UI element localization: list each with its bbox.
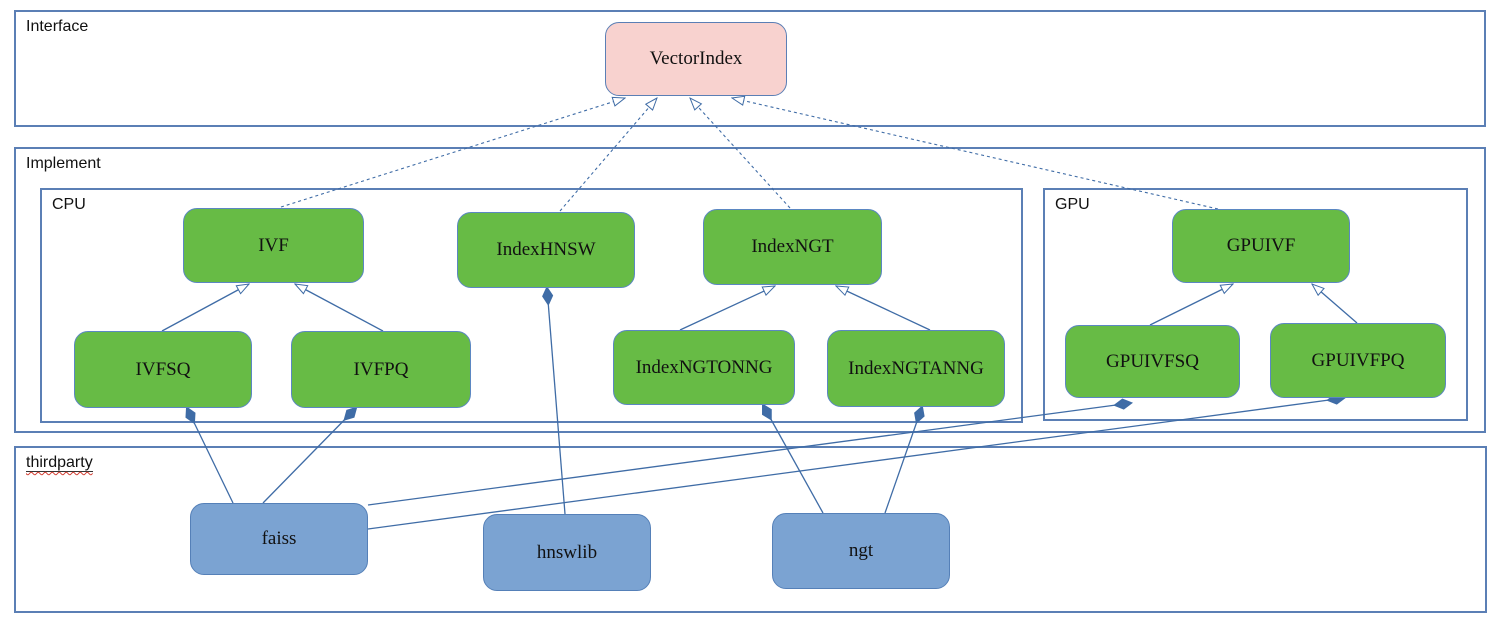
group-cpu: CPU (40, 188, 1023, 423)
edge-realization-indexngt-to-vectorindex (690, 98, 791, 209)
node-label-vectorindex: VectorIndex (649, 48, 743, 69)
group-interface: Interface (14, 10, 1486, 127)
node-ivf: IVF (183, 208, 364, 283)
edge-composition-ngt-to-indexngtonng (763, 405, 824, 514)
group-gpu: GPU (1043, 188, 1468, 421)
edge-composition-faiss-to-gpuivfpq (367, 398, 1344, 530)
node-indexhnsw: IndexHNSW (457, 212, 635, 288)
node-gpuivf: GPUIVF (1172, 209, 1350, 283)
edge-generalization-indexngtonng-to-indexngt (679, 286, 775, 331)
node-gpuivfsq: GPUIVFSQ (1065, 325, 1240, 398)
node-label-gpuivfpq: GPUIVFPQ (1311, 349, 1405, 371)
edge-realization-indexhnsw-to-vectorindex (559, 98, 657, 212)
edge-generalization-gpuivfsq-to-gpuivf (1149, 284, 1233, 326)
node-indexngt: IndexNGT (703, 209, 882, 285)
group-label-text: Implement (26, 155, 101, 172)
node-indexngtanng: IndexNGTANNG (827, 330, 1005, 407)
node-gpuivfpq: GPUIVFPQ (1270, 323, 1446, 398)
group-label-cpu: CPU (52, 196, 86, 214)
node-label-ivfsq: IVFSQ (135, 358, 191, 380)
node-label-faiss: faiss (261, 528, 297, 549)
edge-composition-faiss-to-ivfpq (262, 408, 356, 504)
node-label-indexngtonng: IndexNGTONNG (635, 356, 773, 378)
node-label-hnswlib: hnswlib (536, 541, 598, 563)
edge-composition-faiss-to-gpuivfsq (367, 403, 1131, 506)
group-thirdparty: thirdparty (14, 446, 1487, 613)
edge-generalization-indexngtanng-to-indexngt (836, 286, 931, 331)
node-vectorindex: VectorIndex (605, 22, 787, 96)
edge-generalization-ivfsq-to-ivf (161, 284, 249, 332)
group-label-interface: Interface (26, 18, 88, 36)
group-label-text: thirdparty (26, 454, 93, 472)
edge-generalization-ivfpq-to-ivf (295, 284, 384, 332)
node-label-gpuivf: GPUIVF (1226, 235, 1296, 256)
edge-realization-ivf-to-vectorindex (280, 98, 625, 208)
node-indexngtonng: IndexNGTONNG (613, 330, 795, 405)
node-ivfpq: IVFPQ (291, 331, 471, 408)
node-label-indexhnsw: IndexHNSW (496, 239, 596, 260)
edge-realization-gpuivf-to-vectorindex (732, 98, 1219, 210)
edge-generalization-gpuivfpq-to-gpuivf (1312, 284, 1358, 324)
group-label-implement: Implement (26, 155, 101, 173)
group-implement: Implement (14, 147, 1486, 433)
node-label-ivfpq: IVFPQ (353, 358, 409, 380)
edge-composition-faiss-to-ivfsq (187, 408, 234, 504)
node-label-indexngt: IndexNGT (751, 236, 834, 257)
group-label-gpu: GPU (1055, 196, 1090, 214)
node-ivfsq: IVFSQ (74, 331, 252, 408)
group-label-text: Interface (26, 18, 89, 35)
edge-composition-hnswlib-to-indexhnsw (547, 288, 566, 515)
node-label-gpuivfsq: GPUIVFSQ (1106, 350, 1199, 372)
node-label-ivf: IVF (258, 234, 289, 256)
group-label-text: GPU (1055, 196, 1090, 213)
edge-composition-ngt-to-indexngtanng (884, 407, 922, 514)
node-label-ngt: ngt (848, 540, 874, 561)
group-label-thirdparty: thirdparty (26, 454, 93, 472)
node-hnswlib: hnswlib (483, 514, 651, 591)
node-label-indexngtanng: IndexNGTANNG (848, 357, 984, 379)
group-label-text: CPU (52, 196, 86, 213)
node-ngt: ngt (772, 513, 950, 589)
node-faiss: faiss (190, 503, 368, 575)
